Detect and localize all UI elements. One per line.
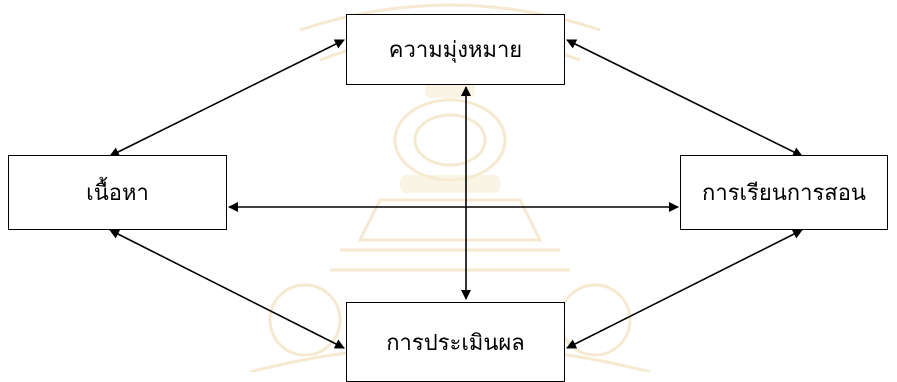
node-goal-label: ความมุ่งหมาย bbox=[388, 38, 523, 63]
node-evaluation: การประเมินผล bbox=[346, 302, 565, 382]
node-content-label: เนื้อหา bbox=[86, 181, 149, 206]
edge-instruction-evaluation bbox=[566, 229, 803, 349]
edge-goal-content bbox=[109, 39, 345, 157]
connector-arrows bbox=[109, 39, 803, 349]
node-content: เนื้อหา bbox=[8, 155, 227, 230]
node-instruction: การเรียนการสอน bbox=[680, 155, 888, 230]
edge-content-evaluation bbox=[109, 229, 345, 349]
node-goal: ความมุ่งหมาย bbox=[346, 14, 565, 85]
node-instruction-label: การเรียนการสอน bbox=[702, 181, 866, 206]
edge-goal-instruction bbox=[566, 39, 803, 157]
diagram-canvas: ความมุ่งหมาย เนื้อหา การเรียนการสอน การป… bbox=[8, 3, 888, 382]
node-evaluation-label: การประเมินผล bbox=[386, 330, 525, 356]
